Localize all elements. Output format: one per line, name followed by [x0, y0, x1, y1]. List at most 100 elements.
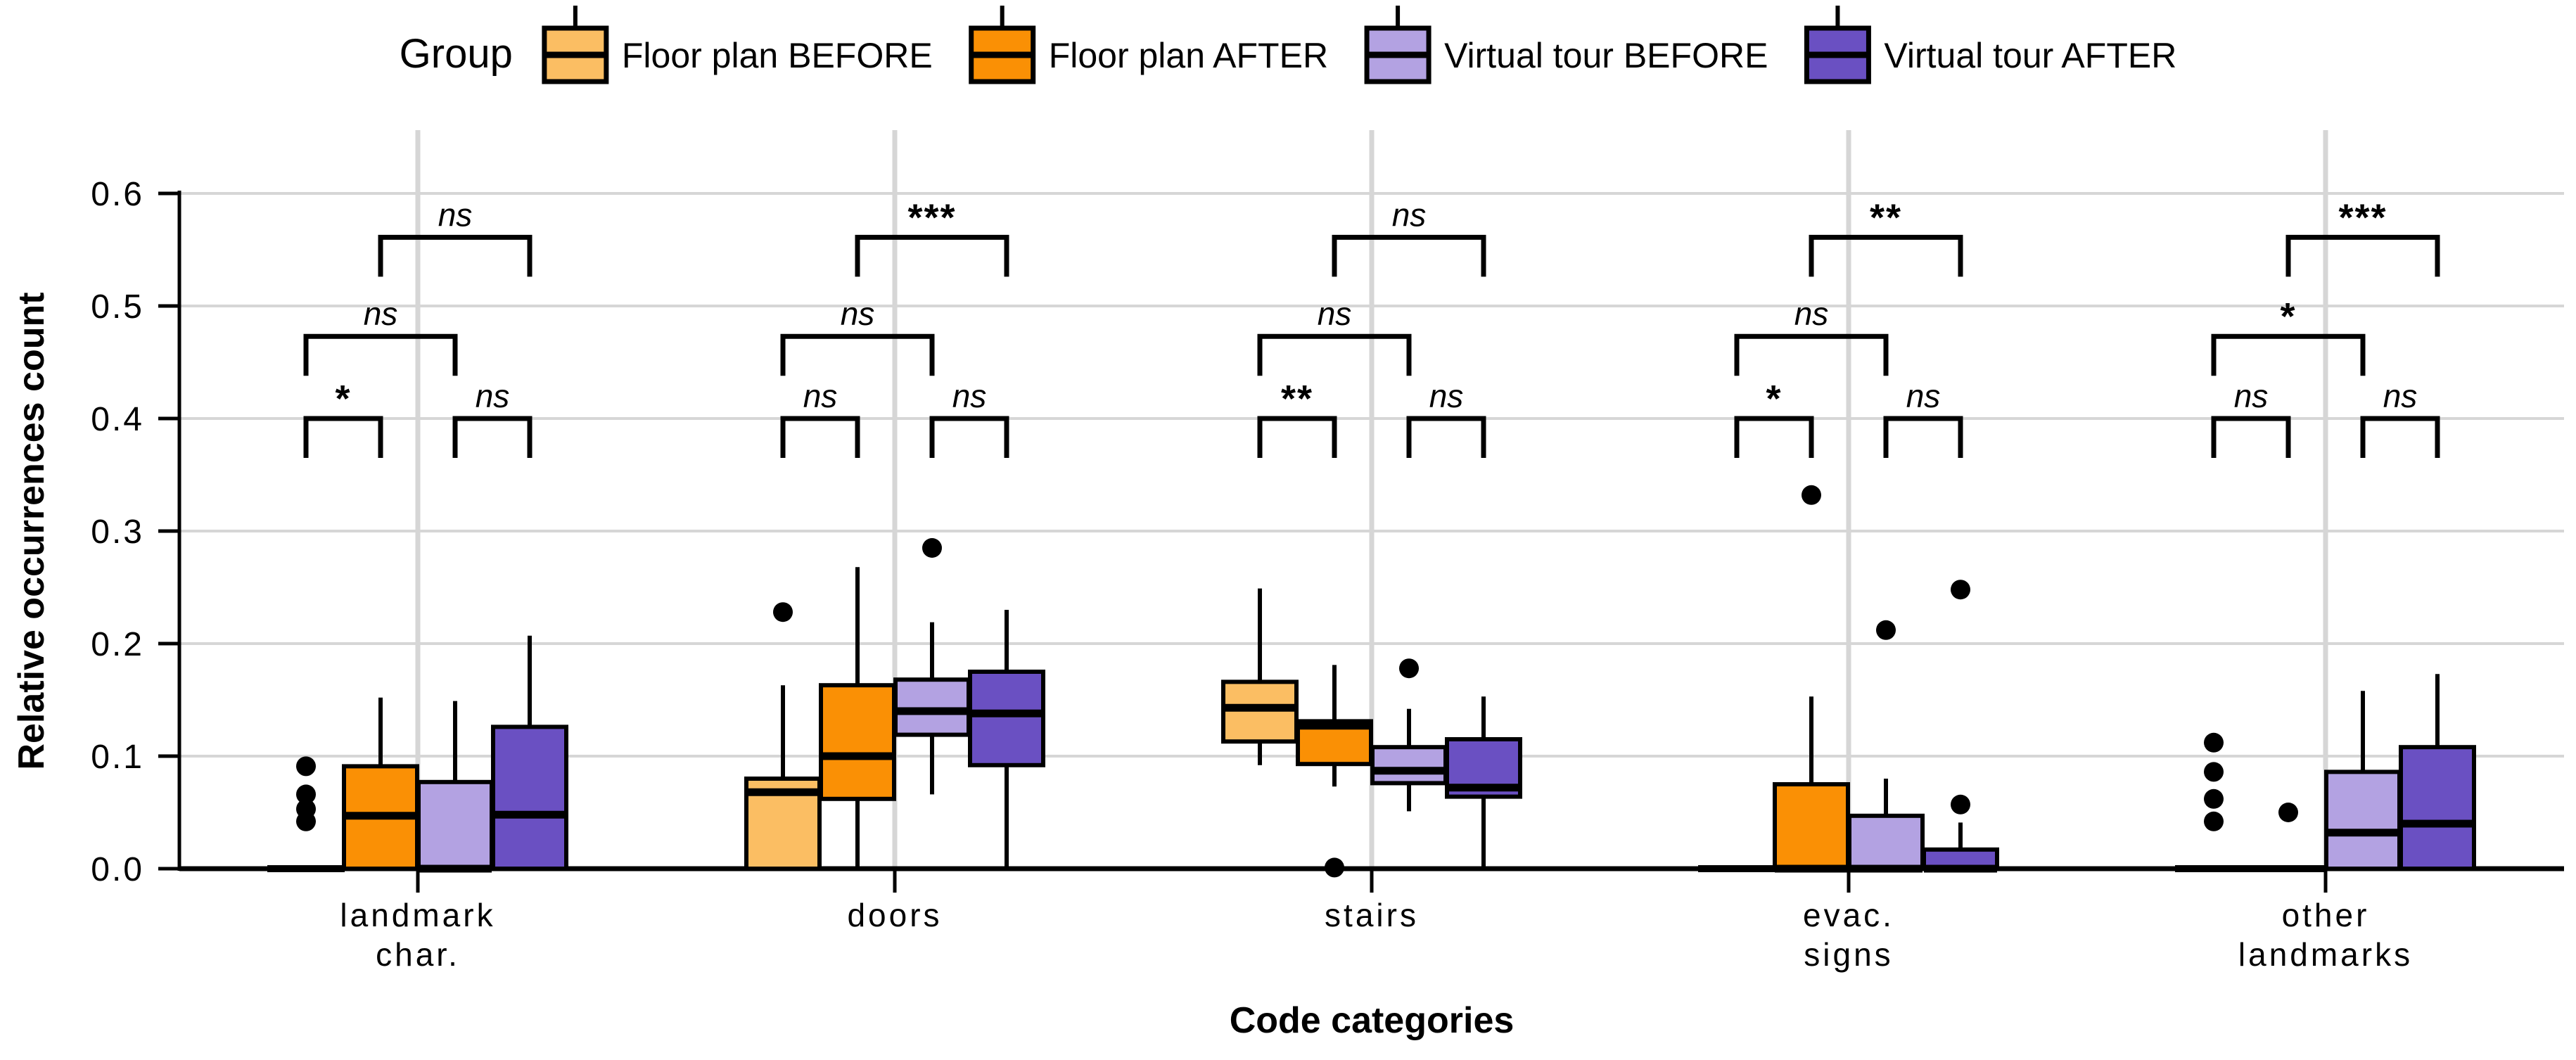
sig-label: *: [1766, 378, 1782, 420]
sig-bracket-evac-signs: ns: [1734, 295, 1889, 376]
box-group-doors-1: [744, 602, 822, 871]
sig-bracket-stairs: ns: [1257, 295, 1412, 376]
sig-bracket-evac-signs: ns: [1883, 378, 1963, 458]
outlier-dot: [2204, 811, 2224, 831]
bracket-path: [1257, 416, 1337, 458]
box-group-other-landmarks-2: [2250, 803, 2327, 872]
box: [819, 683, 896, 801]
sig-bracket-other-landmarks: ns: [2211, 378, 2291, 458]
sig-bracket-evac-signs: **: [1809, 196, 1963, 277]
outlier-dot: [1325, 857, 1344, 878]
box-group-other-landmarks-1: [2175, 732, 2252, 872]
box: [2399, 745, 2476, 871]
bracket-path: [1809, 234, 1963, 277]
legend-label-virtual-tour-before: Virtual tour BEFORE: [1444, 36, 1768, 75]
legend: Group Floor plan BEFORE Floor plan AFTER…: [400, 6, 2176, 84]
outlier-dot: [296, 756, 316, 777]
box-group-stairs-2: [1296, 665, 1373, 878]
sig-label: **: [1281, 378, 1313, 420]
legend-key-4: [1804, 6, 1871, 84]
sig-label: ns: [1318, 295, 1352, 332]
y-tick-label: 0.5: [91, 288, 144, 326]
box: [968, 670, 1045, 767]
y-tick-label: 0.1: [91, 739, 144, 776]
bracket-path: [1734, 333, 1889, 376]
bracket-path: [2211, 333, 2366, 376]
box-group-doors-2: [819, 567, 896, 869]
outlier-dot: [2204, 732, 2224, 753]
box-group-other-landmarks-3: [2324, 691, 2402, 871]
sig-bracket-landmark-char: ns: [452, 378, 533, 458]
box: [893, 677, 971, 737]
bracket-path: [378, 234, 533, 277]
box-group-doors-3: [893, 538, 971, 795]
box-group-landmark-char-3: [416, 701, 494, 873]
outlier-dot: [1876, 620, 1896, 640]
box-group-evac-signs-2: [1773, 485, 1850, 873]
bracket-path: [303, 416, 383, 458]
sig-label: ns: [841, 295, 875, 332]
category-label-stairs: stairs: [1325, 897, 1419, 933]
outlier-dot: [2278, 803, 2298, 822]
legend-title: Group: [400, 31, 513, 77]
bracket-path: [1734, 416, 1814, 458]
legend-key-3: [1364, 6, 1432, 84]
sig-bracket-landmark-char: *: [303, 378, 383, 458]
box-group-other-landmarks-4: [2399, 674, 2476, 871]
bracket-path: [1332, 234, 1486, 277]
sig-label: ns: [438, 196, 473, 233]
sig-label: ns: [1906, 378, 1941, 414]
legend-key-2: [969, 6, 1036, 84]
sig-bracket-evac-signs: *: [1734, 378, 1814, 458]
legend-label-floor-plan-before: Floor plan BEFORE: [622, 36, 933, 75]
sig-label: ns: [1794, 295, 1829, 332]
outlier-dot: [296, 784, 316, 805]
sig-label: ***: [907, 196, 956, 238]
outlier-dot: [773, 602, 793, 622]
bracket-path: [303, 333, 458, 376]
sig-bracket-doors: ***: [855, 196, 1009, 277]
sig-label: ns: [364, 295, 398, 332]
box-group-stairs-1: [1221, 588, 1299, 765]
sig-label: ns: [952, 378, 987, 414]
sig-bracket-stairs: ns: [1332, 196, 1486, 277]
outlier-dot: [2204, 762, 2224, 782]
plot-area: [267, 485, 2476, 878]
sig-label: *: [335, 378, 351, 420]
sig-label: *: [2280, 295, 2296, 338]
outlier-dot: [1399, 658, 1419, 679]
box-group-landmark-char-2: [342, 697, 419, 871]
outlier-dot: [296, 799, 316, 819]
sig-label: **: [1870, 196, 1902, 238]
box-group-evac-signs-3: [1847, 620, 1925, 873]
sig-bracket-other-landmarks: ***: [2285, 196, 2440, 277]
box-group-stairs-4: [1445, 696, 1522, 869]
bracket-path: [1883, 416, 1963, 458]
bracket-path: [780, 333, 935, 376]
bracket-path: [780, 416, 860, 458]
sig-bracket-landmark-char: ns: [378, 196, 533, 277]
y-tick-label: 0.0: [91, 851, 144, 888]
sig-label: ns: [803, 378, 838, 414]
bracket-path: [855, 234, 1009, 277]
box: [491, 724, 568, 871]
box: [2324, 770, 2402, 871]
bracket-path: [1406, 416, 1486, 458]
legend-key-1: [542, 6, 609, 84]
y-tick-label: 0.2: [91, 626, 144, 663]
bracket-path: [1257, 333, 1412, 376]
box-group-landmark-char-1: [267, 756, 345, 872]
sig-label: ***: [2338, 196, 2387, 238]
sig-label: ns: [2234, 378, 2269, 414]
box: [1221, 679, 1299, 744]
bracket-path: [929, 416, 1009, 458]
bracket-path: [452, 416, 533, 458]
sig-bracket-stairs: **: [1257, 378, 1337, 458]
sig-label: ns: [1392, 196, 1427, 233]
bracket-path: [2211, 416, 2291, 458]
y-tick-label: 0.4: [91, 401, 144, 438]
box-group-landmark-char-4: [491, 635, 568, 871]
